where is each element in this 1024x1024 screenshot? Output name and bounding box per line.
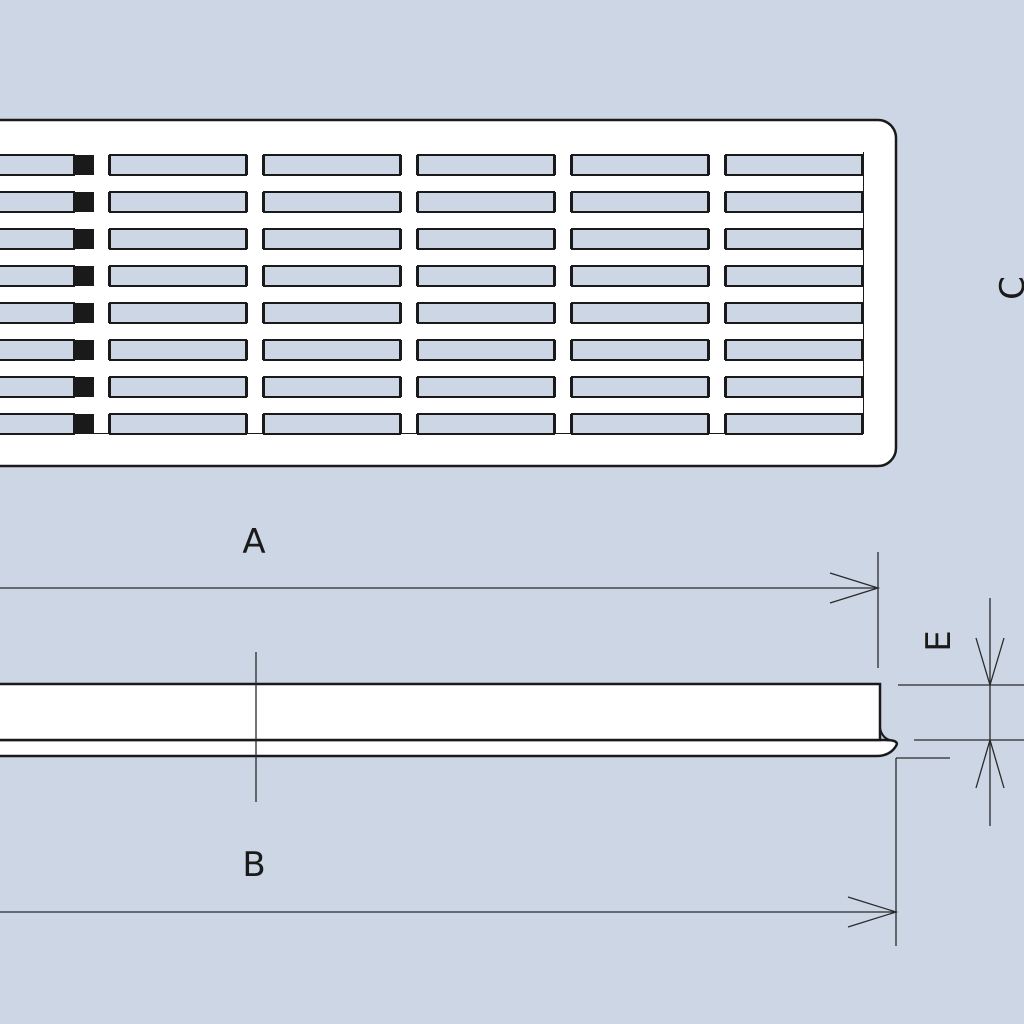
grille-slot (417, 191, 555, 213)
grille-slot (571, 339, 709, 361)
grille-slot (0, 191, 75, 213)
grille-rail (0, 397, 863, 414)
grille-rib (248, 153, 262, 433)
dimension-c-label: C (993, 276, 1024, 300)
grille-rib (556, 153, 570, 433)
grille-slot (109, 154, 247, 176)
grille-slot (263, 191, 401, 213)
dimension-b-label: B (242, 845, 265, 885)
grille-slot (725, 376, 863, 398)
grille-slot (417, 413, 555, 435)
grille-slot (0, 228, 75, 250)
grille-rail (0, 212, 863, 229)
grille-rail (0, 249, 863, 266)
dimension-b: B (0, 757, 950, 946)
grille-top-view (0, 118, 898, 468)
grille-slot (417, 302, 555, 324)
grille-rail (0, 138, 863, 155)
grille-rib (94, 153, 108, 433)
grille-slots (0, 138, 863, 435)
grille-rail (0, 360, 863, 377)
grille-slot (109, 413, 247, 435)
dimension-a: A (0, 522, 881, 668)
grille-slot (725, 339, 863, 361)
grille-slot (571, 413, 709, 435)
grille-slot (417, 154, 555, 176)
side-profile-flange (0, 738, 899, 758)
grille-side-view (0, 652, 899, 802)
grille-slot (571, 228, 709, 250)
dimension-e-label: E (919, 630, 959, 651)
grille-slot (725, 154, 863, 176)
grille-slot (417, 339, 555, 361)
grille-slot (109, 376, 247, 398)
grille-slot (571, 376, 709, 398)
grille-slot (263, 265, 401, 287)
dimension-e-arrow-down (975, 637, 1005, 688)
grille-slot (417, 265, 555, 287)
side-profile-lip (879, 684, 891, 741)
grille-slot (571, 265, 709, 287)
grille-slot (571, 302, 709, 324)
grille-slot (725, 228, 863, 250)
grille-slot (0, 339, 75, 361)
grille-slot (263, 154, 401, 176)
side-profile-body (0, 682, 882, 742)
grille-slot (0, 265, 75, 287)
grille-slot (0, 376, 75, 398)
dimension-a-label: A (242, 522, 265, 562)
grille-slot (263, 302, 401, 324)
grille-rib (402, 153, 416, 433)
grille-slot (263, 228, 401, 250)
grille-slot (0, 302, 75, 324)
grille-slot (417, 228, 555, 250)
grille-slot (571, 154, 709, 176)
dimension-e: E (898, 598, 1024, 826)
grille-rib (710, 153, 724, 433)
grille-slot (263, 413, 401, 435)
grille-slot (263, 339, 401, 361)
grille-slot (263, 376, 401, 398)
grille-slot (0, 154, 75, 176)
grille-slot (0, 413, 75, 435)
grille-rail (0, 175, 863, 192)
grille-rail (0, 286, 863, 303)
grille-slot (417, 376, 555, 398)
dimension-e-arrow-up (975, 737, 1005, 789)
grille-slot (725, 265, 863, 287)
grille-slot (571, 191, 709, 213)
grille-slot (725, 191, 863, 213)
grille-slot (725, 302, 863, 324)
grille-slot (109, 228, 247, 250)
grille-slot (109, 265, 247, 287)
grille-slot (725, 413, 863, 435)
grille-slot (109, 191, 247, 213)
grille-rail (0, 323, 863, 340)
grille-slot (109, 302, 247, 324)
grille-slot (109, 339, 247, 361)
